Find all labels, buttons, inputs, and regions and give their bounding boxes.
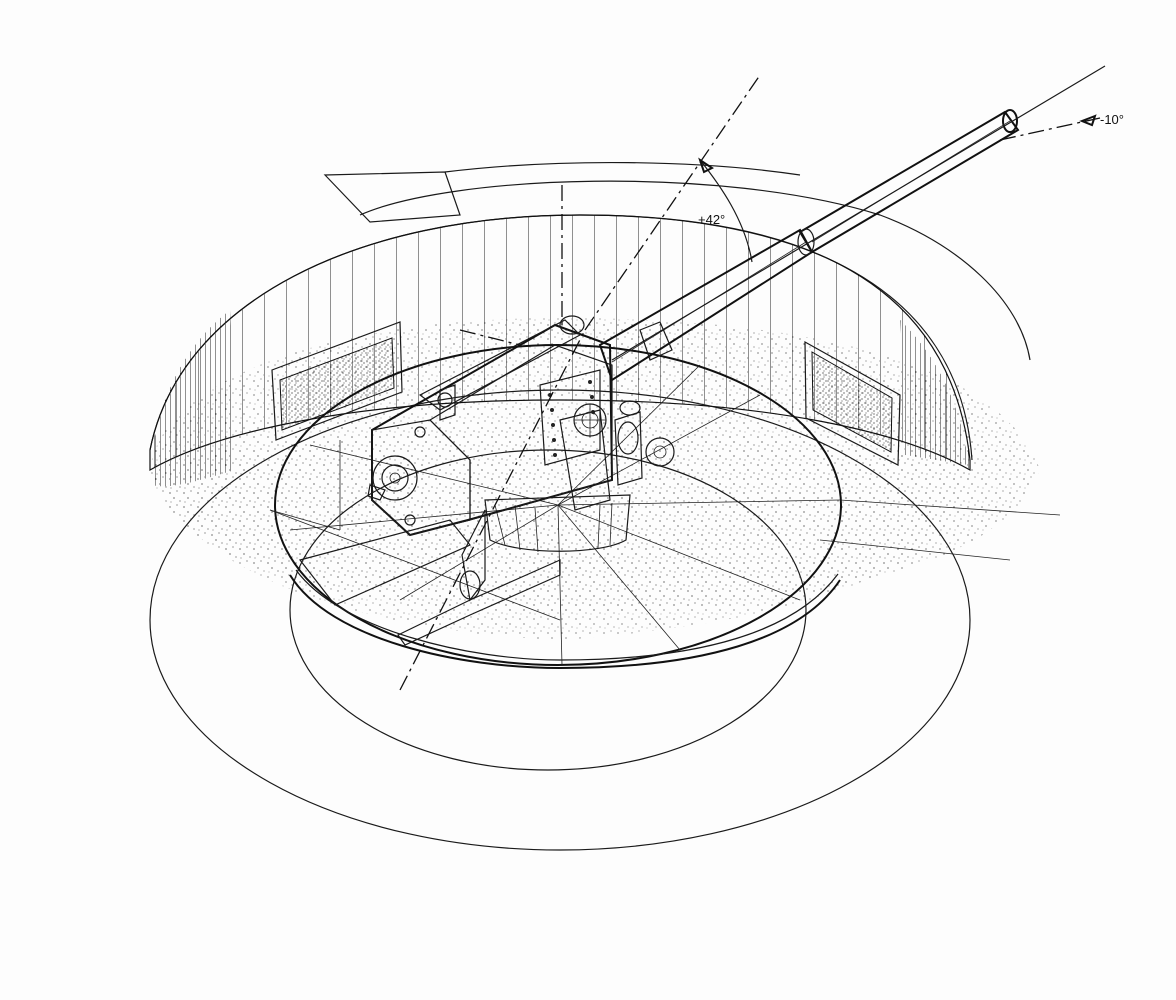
reference-lines — [269, 65, 1106, 691]
pit-wall-shade-right — [900, 320, 968, 465]
turntable-radials — [289, 364, 1061, 666]
pit-rim-outer — [359, 180, 1031, 361]
pit-wall-shade-left — [152, 310, 235, 487]
elevation-max-label: +42° — [698, 212, 725, 227]
floor-stipple — [150, 430, 970, 640]
turntable-edge — [289, 574, 841, 670]
gun-carriage — [367, 315, 675, 537]
ground-edge-2 — [444, 161, 801, 176]
gun-barrel — [598, 109, 1020, 382]
ground-edge — [323, 171, 461, 223]
turntable — [274, 344, 842, 666]
ammo-niche-left — [271, 321, 403, 441]
elevation-min-label: -10° — [1100, 112, 1124, 127]
turntable-edge-inner — [295, 569, 839, 661]
gun-pedestal — [459, 494, 631, 602]
ramp-left — [298, 519, 471, 606]
pit-wall — [149, 214, 971, 472]
